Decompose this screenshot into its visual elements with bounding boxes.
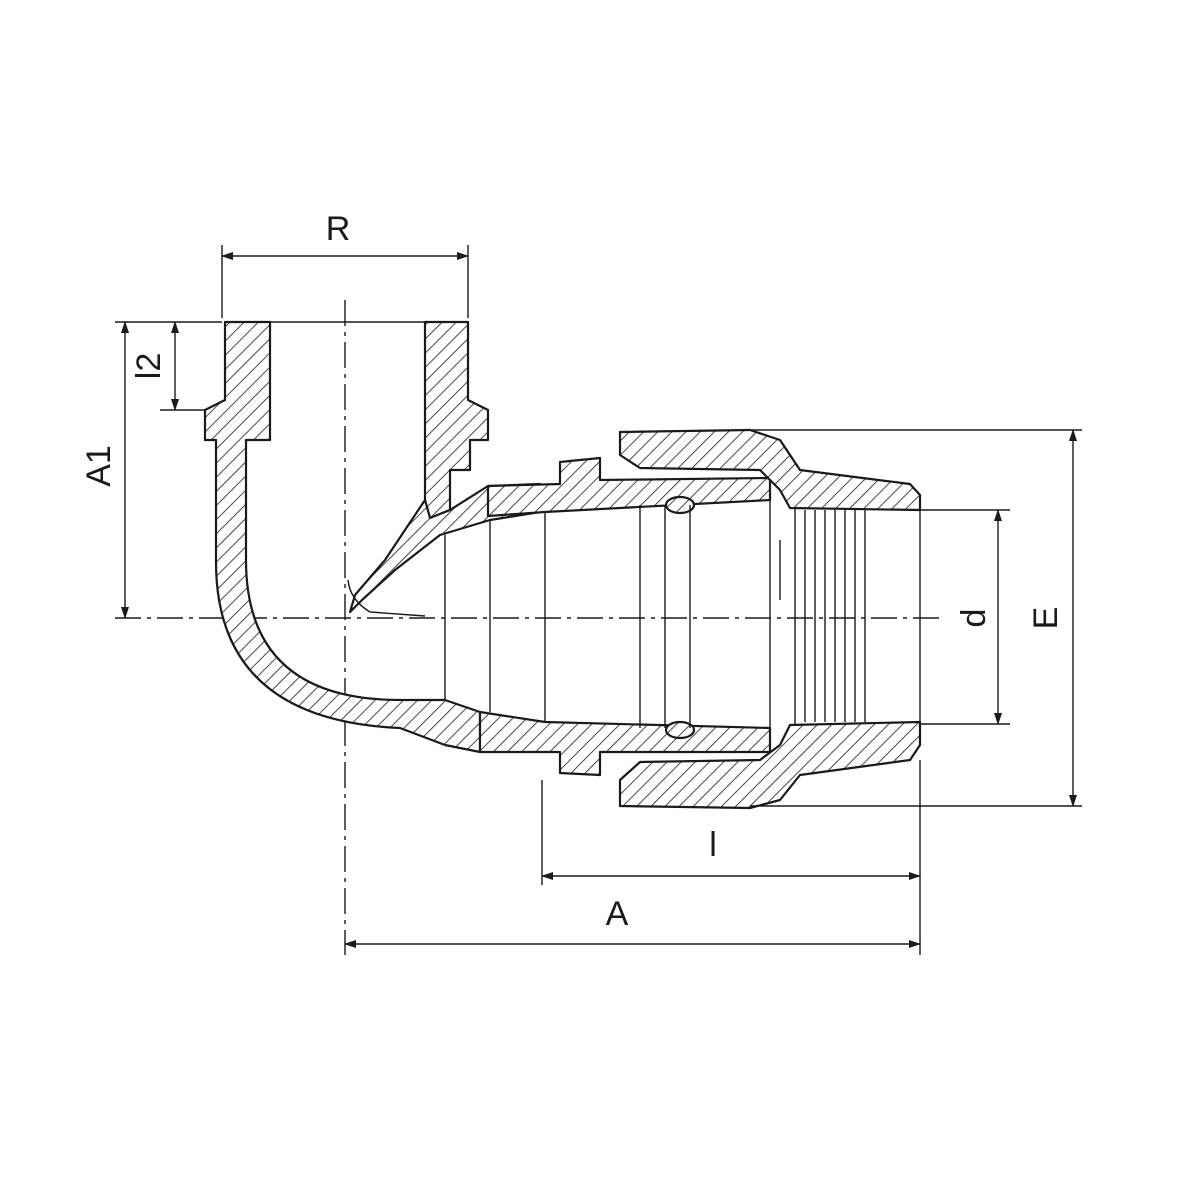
coupling-body-upper (486, 456, 772, 518)
coupling-body-lower (478, 710, 772, 777)
label-a1: A1 (80, 445, 118, 487)
o-ring-lower (664, 720, 696, 740)
elbow-inner-wall (423, 320, 490, 520)
label-a: A (606, 895, 629, 933)
grip-ring (794, 508, 866, 725)
elbow-outer-wall (203, 320, 482, 754)
bore-line (347, 579, 426, 617)
nut-lower (618, 720, 922, 810)
label-l: l (709, 826, 717, 864)
label-l2: l2 (130, 353, 168, 379)
dimensions (115, 245, 1082, 955)
elbow-body (203, 320, 542, 754)
label-r: R (326, 210, 351, 248)
label-d: d (955, 609, 993, 628)
compression-coupling (478, 428, 922, 810)
label-e: E (1027, 607, 1065, 630)
o-ring-upper (664, 495, 696, 515)
dimension-labels: R l2 A1 d E l A (80, 210, 1065, 933)
